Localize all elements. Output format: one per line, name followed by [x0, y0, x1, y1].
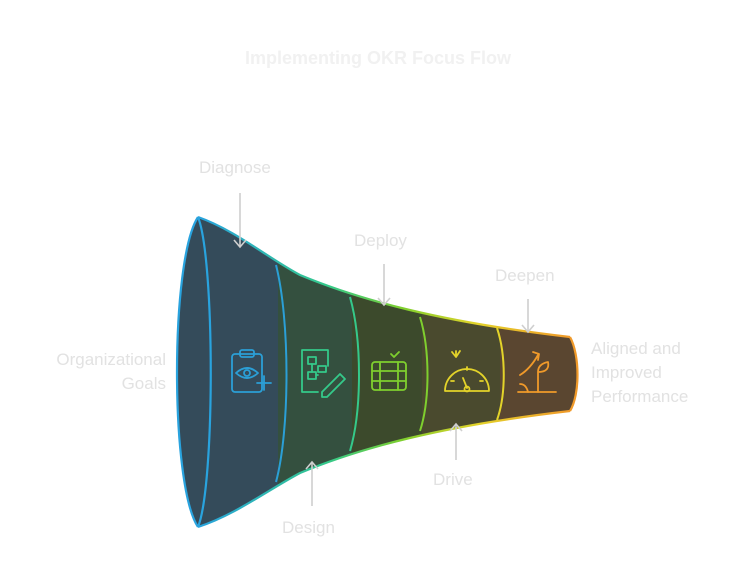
clipboard-eye-icon	[231, 349, 272, 393]
output-label-line-1: Aligned and	[591, 339, 681, 358]
server-check-icon	[371, 351, 407, 391]
input-label-line-1: Organizational	[56, 350, 166, 369]
diagram-title: Implementing OKR Focus Flow	[244, 48, 511, 68]
growth-plant-icon	[517, 351, 557, 393]
output-label-line-2: Improved	[591, 363, 662, 382]
flowchart-pencil-icon	[301, 349, 346, 398]
stage-label-drive: Drive	[433, 470, 473, 489]
input-label-line-2: Goals	[121, 374, 166, 393]
stage-label-deploy: Deploy	[354, 231, 407, 250]
stage-fill-deepen	[500, 217, 570, 527]
stage-arrows	[233, 193, 535, 506]
stage-fill-diagnose	[198, 217, 280, 527]
input-label: Organizational Goals	[20, 348, 166, 396]
stage-label-design: Design	[282, 518, 335, 537]
stage-label-deepen: Deepen	[495, 266, 555, 285]
gauge-icon	[444, 350, 490, 393]
funnel-mouth	[175, 216, 199, 528]
output-label-line-3: Performance	[591, 387, 689, 406]
stage-fill-design	[278, 217, 354, 527]
stage-label-diagnose: Diagnose	[199, 158, 271, 177]
output-label: Aligned and Improved Performance	[591, 337, 688, 409]
funnel-end	[569, 336, 579, 412]
